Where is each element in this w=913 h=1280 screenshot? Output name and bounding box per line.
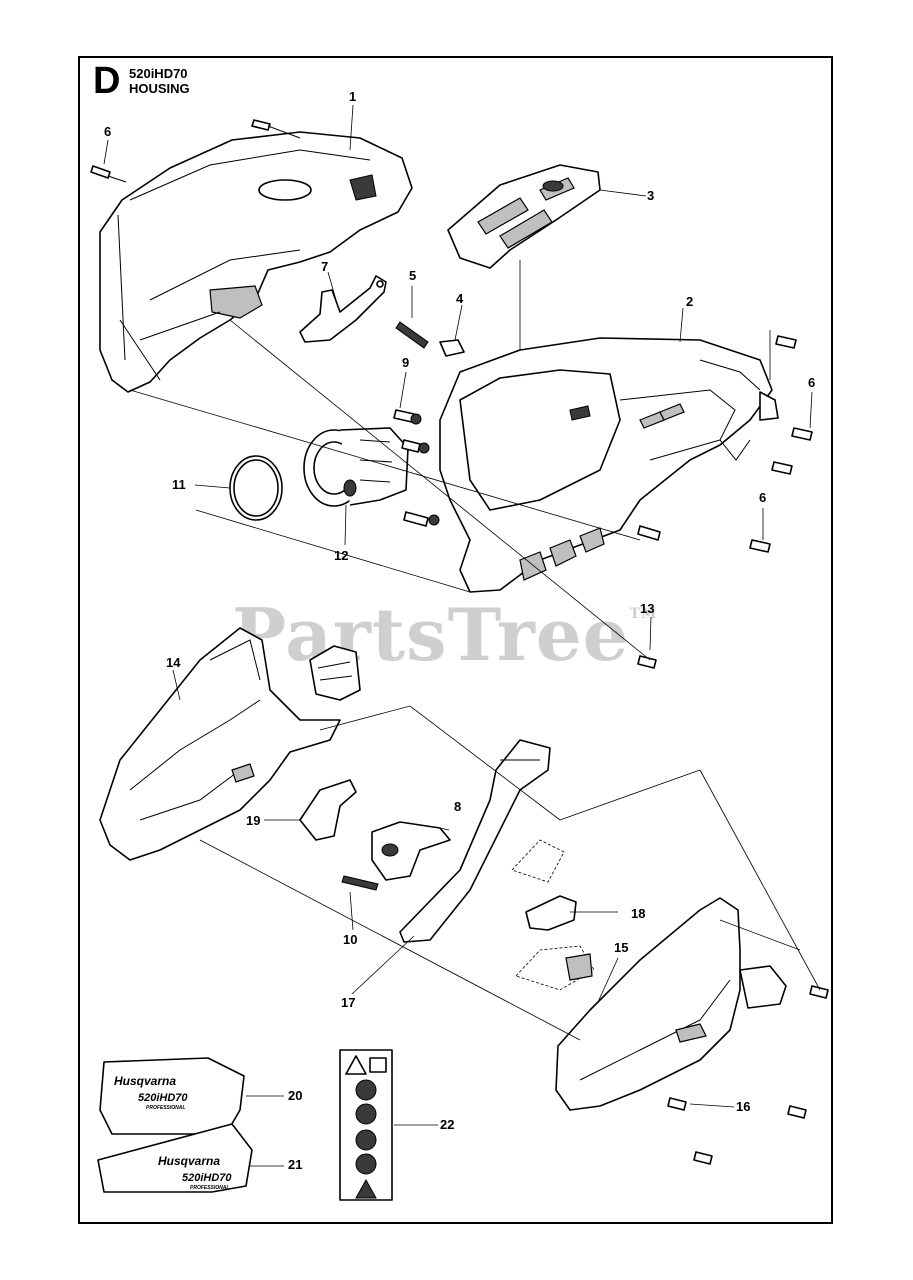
decal-20-sub: PROFESSIONAL: [146, 1105, 186, 1111]
part-5-spring: [395, 321, 429, 349]
callout-14: 14: [166, 655, 181, 670]
callout-3: 3: [647, 188, 655, 203]
part-9-screws: [393, 409, 440, 527]
callout-22: 22: [440, 1117, 455, 1132]
part-switch-unit: [309, 645, 361, 701]
callout-4: 4: [456, 291, 464, 306]
part-18-board: [511, 839, 595, 991]
leader-lines: [103, 104, 821, 1167]
part-10-spring: [341, 875, 379, 891]
callout-7: 7: [321, 259, 329, 274]
diagram-frame: [78, 56, 833, 1224]
decal-20-brand: Husqvarna: [114, 1074, 177, 1088]
watermark: PartsTreeTM: [232, 592, 657, 677]
part-19-lock: [299, 779, 357, 841]
callout-10: 10: [343, 932, 358, 947]
callout-1: 1: [349, 89, 357, 104]
callout-17: 17: [341, 995, 356, 1010]
callout-19: 19: [246, 813, 261, 828]
callout-12: 12: [334, 548, 349, 563]
part-1-left-housing: [99, 131, 413, 393]
callout-6-right: 6: [808, 375, 816, 390]
decal-21-brand: Husqvarna: [158, 1154, 221, 1168]
callout-8: 8: [454, 799, 462, 814]
callout-16: 16: [736, 1099, 751, 1114]
part-21-decal: [97, 1123, 253, 1193]
part-3-top-cover: [447, 164, 601, 269]
screws-part-1: [90, 119, 301, 183]
part-12-motor: [303, 427, 409, 507]
part-15-handle-right: [555, 897, 787, 1111]
section-title: 520iHD70 HOUSING: [129, 66, 190, 96]
screws-right: [637, 335, 813, 669]
part-17-guard: [399, 739, 551, 943]
callout-9: 9: [402, 355, 410, 370]
callout-5: 5: [409, 268, 417, 283]
callout-13: 13: [640, 601, 655, 616]
callout-6-top-left: 6: [104, 124, 112, 139]
part-20-decal: [99, 1057, 245, 1135]
decal-21-sub: PROFESSIONAL: [190, 1185, 230, 1191]
watermark-text: PartsTree: [232, 592, 630, 677]
model-name: 520iHD70: [129, 66, 188, 81]
part-14-handle-left: [99, 627, 341, 861]
section-letter: D: [93, 60, 121, 102]
part-4-button: [439, 339, 465, 357]
callout-20: 20: [288, 1088, 303, 1103]
callout-6-lower: 6: [759, 490, 767, 505]
callout-2: 2: [686, 294, 694, 309]
decal-21-model: 520iHD70: [182, 1172, 232, 1184]
part-22-warning-label: [339, 1049, 393, 1201]
part-8-trigger: [371, 821, 451, 881]
decal-20-model: 520iHD70: [138, 1092, 188, 1104]
callout-21: 21: [288, 1157, 303, 1172]
callout-11: 11: [172, 477, 186, 492]
screws-part-15: [667, 985, 829, 1165]
watermark-trademark: TM: [629, 606, 658, 622]
part-11-ring: [229, 455, 283, 521]
section-name: HOUSING: [129, 81, 190, 96]
callout-15: 15: [614, 940, 629, 955]
part-7-lever: [299, 275, 387, 343]
part-2-right-housing: [439, 337, 779, 593]
callout-18: 18: [631, 906, 646, 921]
